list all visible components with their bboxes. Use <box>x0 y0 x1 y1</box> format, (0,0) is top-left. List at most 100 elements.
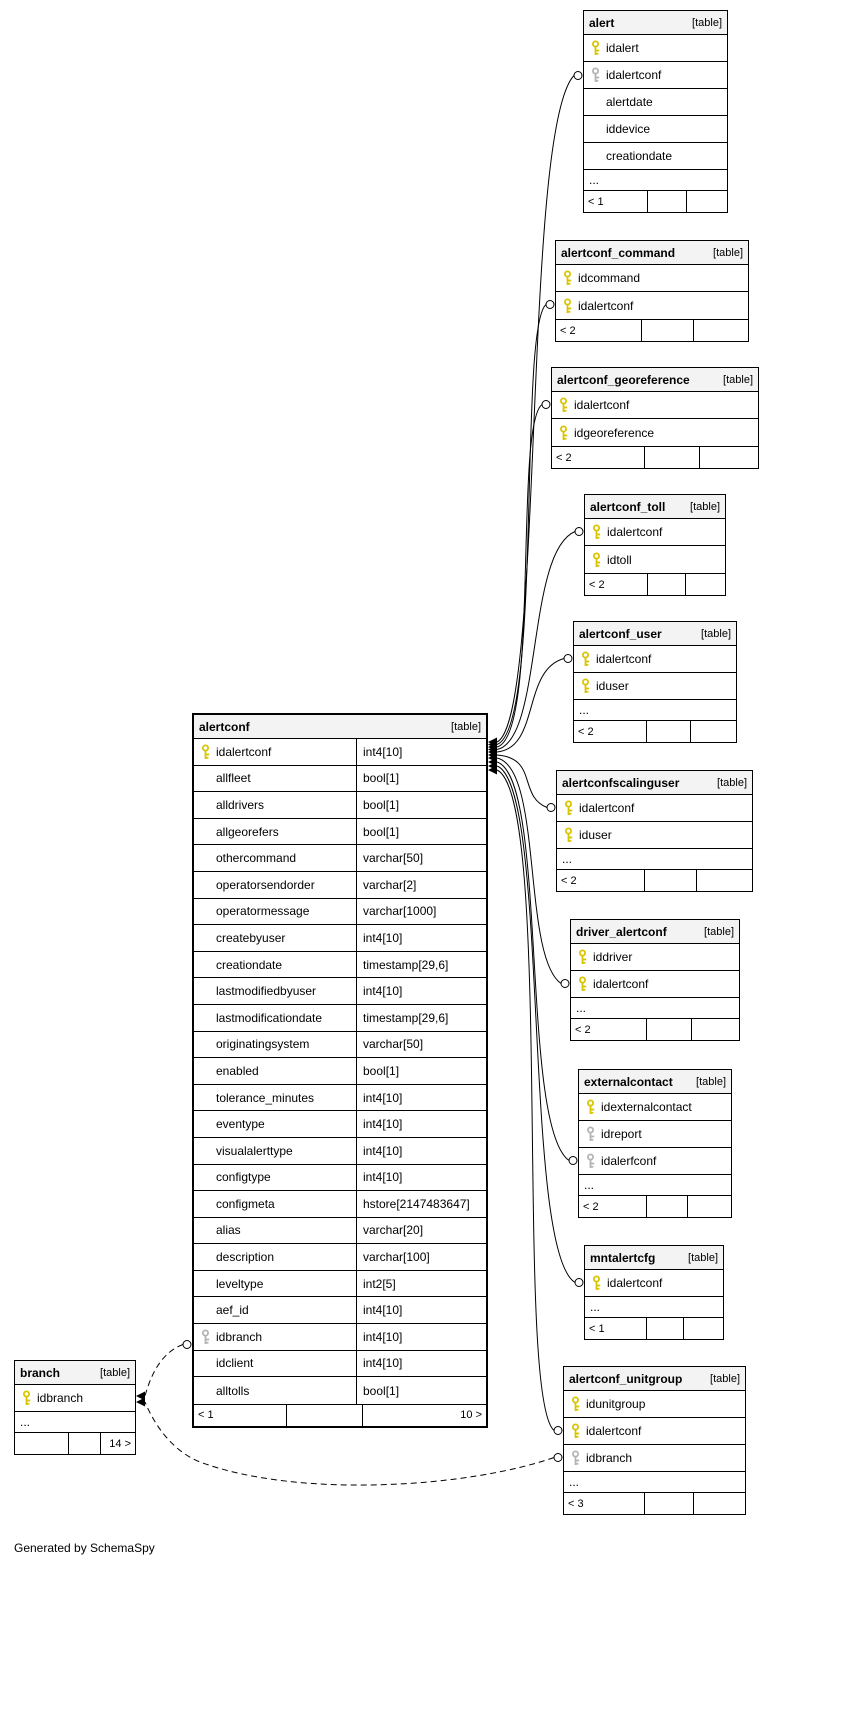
more-columns-row: ... <box>589 173 600 187</box>
table-footer: < 1 <box>584 190 727 212</box>
column-name: idclient <box>216 1356 254 1371</box>
primary-key-icon <box>585 546 607 573</box>
table-footer: < 2 <box>556 319 748 341</box>
more-columns-row: ... <box>576 1001 587 1015</box>
column-type: int4[10] <box>356 1297 486 1324</box>
edge-arrowhead-branch-2 <box>136 1397 145 1407</box>
footer-parents-count: < 2 <box>556 320 643 341</box>
edge-dot-alertconf_unitgroup-idbranch <box>553 1453 563 1462</box>
key-gutter <box>194 819 216 845</box>
column-name: iduser <box>596 679 629 693</box>
column-name: idalertconf <box>607 1276 663 1290</box>
column-name: idalerfconf <box>601 1154 657 1168</box>
column-name: createbyuser <box>216 930 286 945</box>
key-gutter <box>194 1218 216 1244</box>
column-type: int4[10] <box>356 1137 486 1164</box>
table-rows: idbranch... <box>15 1385 135 1432</box>
key-gutter <box>194 1165 216 1191</box>
column-row: iddevice <box>584 116 727 143</box>
edge-dot-alertconf_command <box>545 300 555 309</box>
edge-alertconf-alertconf_command <box>496 304 547 745</box>
column-name: allgeorefers <box>216 824 279 839</box>
column-type: int4[10] <box>356 1111 486 1137</box>
primary-key-icon <box>194 739 216 765</box>
table-externalcontact[interactable]: externalcontact [table] idexternalcontac… <box>578 1069 732 1218</box>
table-footer: < 2 <box>574 720 736 742</box>
key-gutter <box>194 925 216 951</box>
table-type-tag: [table] <box>704 925 734 938</box>
footer-spacer <box>287 1404 364 1426</box>
column-name: configmeta <box>216 1196 275 1211</box>
column-name: idgeoreference <box>574 425 655 440</box>
footer-spacer <box>647 1318 685 1339</box>
column-name: idbranch <box>586 1451 633 1465</box>
key-gutter <box>194 1377 216 1404</box>
column-name: idbranch <box>216 1329 263 1344</box>
table-title: branch <box>20 1365 61 1380</box>
key-gutter <box>194 899 216 925</box>
column-type: timestamp[29,6] <box>356 951 486 978</box>
column-row: iduser <box>574 673 736 700</box>
column-name: idbranch <box>37 1391 84 1405</box>
column-row: idunitgroup <box>564 1391 745 1418</box>
key-gutter <box>194 872 216 898</box>
column-name: iddriver <box>593 950 633 964</box>
column-row: idalerfconf <box>579 1148 731 1175</box>
column-type: int4[10] <box>356 925 486 951</box>
column-row: idalertconf <box>571 971 739 998</box>
column-row: idbranch <box>564 1445 745 1472</box>
primary-key-icon <box>556 265 578 291</box>
table-mntalertcfg[interactable]: mntalertcfg [table] idalertconf... < 1 <box>584 1245 724 1340</box>
column-row: idalertconf <box>556 292 748 319</box>
column-row: idtoll <box>585 546 725 573</box>
footer-parents-count: < 1 <box>584 191 649 212</box>
column-name: aef_id <box>216 1303 249 1318</box>
table-type-tag: [table] <box>713 246 743 259</box>
table-footer: < 1 10 > <box>194 1403 486 1426</box>
footer-parents-count: < 2 <box>579 1196 648 1217</box>
table-alertconf_georeference[interactable]: alertconf_georeference [table] idalertco… <box>551 367 759 469</box>
column-name: visualalerttype <box>216 1143 293 1158</box>
key-gutter <box>194 1058 216 1084</box>
table-title: externalcontact <box>584 1074 673 1089</box>
column-row: iduser <box>557 822 752 849</box>
table-title: alertconf_user <box>579 626 662 641</box>
column-name: othercommand <box>216 851 297 866</box>
column-row: iddriver <box>571 944 739 971</box>
table-type-tag: [table] <box>692 16 722 29</box>
table-rows: idalertconf... <box>585 1270 723 1317</box>
edge-alertconf-alertconfscalinguser <box>496 754 548 808</box>
table-alertconfscalinguser[interactable]: alertconfscalinguser [table] idalertconf… <box>556 770 753 892</box>
footer-children-count <box>687 191 727 212</box>
table-title: alertconfscalinguser <box>562 775 680 790</box>
column-type: hstore[2147483647] <box>356 1191 486 1217</box>
table-branch[interactable]: branch [table] idbranch... 14 > <box>14 1360 136 1455</box>
table-title: alert <box>589 15 615 30</box>
column-row: idbranch <box>15 1385 135 1412</box>
more-columns-row: ... <box>584 1178 595 1192</box>
key-gutter <box>194 1085 216 1111</box>
table-header: alertconf [table] <box>194 715 486 739</box>
footer-children-count <box>700 447 758 468</box>
table-header: alertconf_toll [table] <box>585 495 725 519</box>
column-type: int4[10] <box>356 1084 486 1111</box>
edge-dot-alertconf_unitgroup <box>553 1426 563 1435</box>
column-row: idalertconf <box>584 62 727 89</box>
